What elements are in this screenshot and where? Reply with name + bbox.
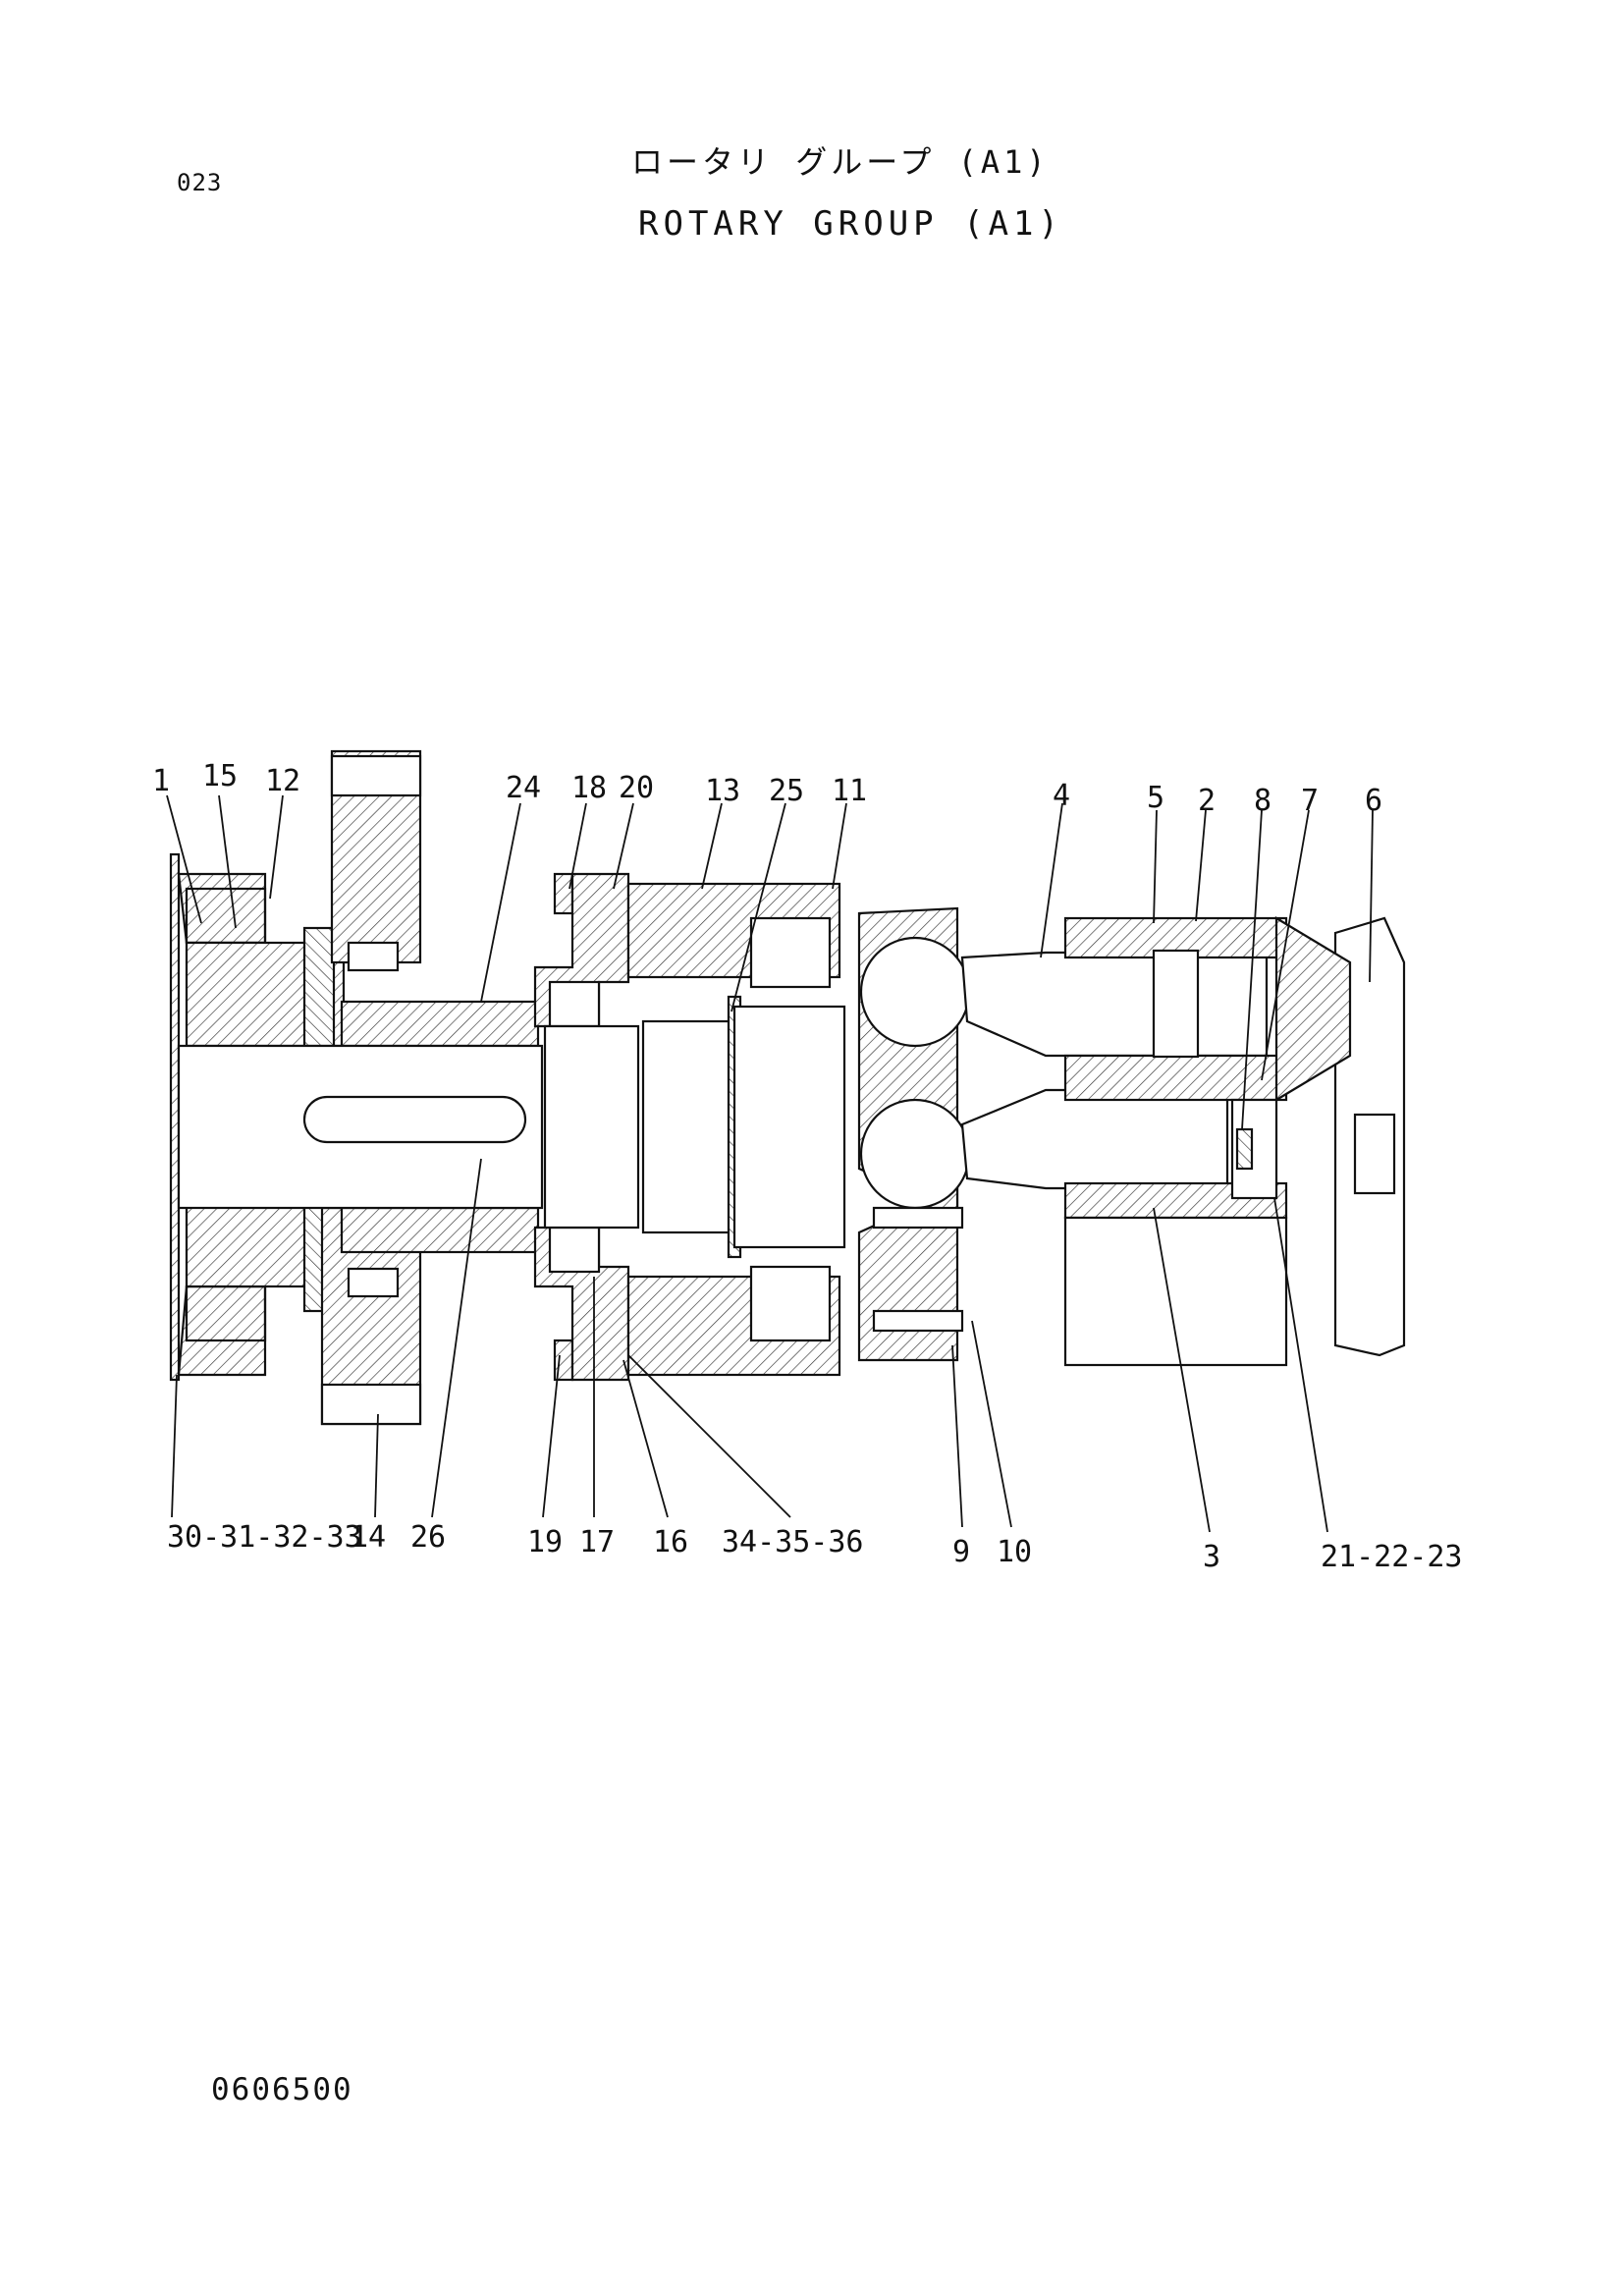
callout-13: 13 [705,774,740,808]
callout-3: 3 [1203,1540,1220,1574]
piston-sleeve-lower [1063,1054,1288,1102]
callout-14: 14 [351,1520,386,1555]
title-english: ROTARY GROUP (A1) [638,204,1063,244]
callout-20: 20 [619,771,654,805]
callout-16: 16 [653,1525,688,1559]
shaft-lower [340,1206,540,1254]
callouts: 1 15 12 24 18 20 13 25 11 4 5 2 8 7 6 30… [152,759,1463,1574]
callout-17: 17 [579,1525,615,1559]
callout-7: 7 [1301,784,1319,818]
callout-15: 15 [202,759,238,793]
callout-34-36: 34-35-36 [722,1525,864,1559]
leader-lines [166,794,1374,1533]
cylinder-core [641,1019,743,1234]
callout-12: 12 [265,764,300,798]
title-japanese: ロータリ グループ (A1) [631,143,1050,181]
shaft-upper [340,1000,540,1048]
callout-18: 18 [571,771,607,805]
piston-upper [960,951,1269,1058]
callout-6: 6 [1365,784,1382,818]
assembly-section [169,749,1406,1426]
callout-25: 25 [769,774,804,808]
callout-9: 9 [952,1535,970,1569]
document-code: 0606500 [211,2072,353,2107]
callout-26: 26 [410,1520,446,1555]
callout-2: 2 [1198,784,1216,818]
keyway [302,1095,527,1144]
callout-4: 4 [1053,779,1070,813]
callout-24: 24 [506,771,541,805]
block-3 [1063,1216,1288,1367]
spline-shaft [543,1024,640,1230]
flange-plate [169,852,181,1382]
piston-ball-upper [859,936,971,1048]
callout-21-23: 21-22-23 [1321,1540,1463,1574]
callout-1: 1 [152,764,170,798]
bearing-lower [177,1285,267,1377]
callout-30-33: 30-31-32-33 [167,1520,362,1555]
callout-10: 10 [997,1535,1032,1569]
callout-19: 19 [527,1525,563,1559]
callout-11: 11 [832,774,867,808]
piston-ball-lower [859,1098,971,1210]
callout-8: 8 [1254,784,1271,818]
piston-lower [960,1088,1229,1190]
page-number: 023 [177,169,223,196]
callout-5: 5 [1147,781,1164,815]
